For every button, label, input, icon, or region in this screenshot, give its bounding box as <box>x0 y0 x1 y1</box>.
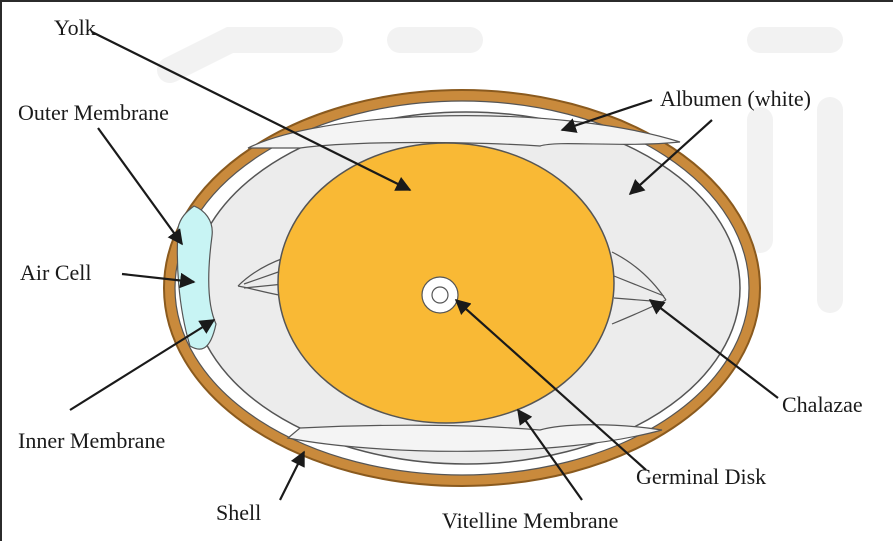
germinal-disk-inner <box>432 287 448 303</box>
label-shell: Shell <box>216 500 261 525</box>
label-chalazae: Chalazae <box>782 392 863 417</box>
label-inner-membrane: Inner Membrane <box>18 428 165 453</box>
label-outer-membrane: Outer Membrane <box>18 100 169 125</box>
label-yolk: Yolk <box>54 15 96 40</box>
outer-membrane-leader <box>98 128 182 244</box>
label-germinal-disk: Germinal Disk <box>636 464 766 489</box>
label-air-cell: Air Cell <box>20 260 92 285</box>
label-vitelline-membrane: Vitelline Membrane <box>442 508 618 533</box>
label-albumen: Albumen (white) <box>660 86 811 111</box>
shell-leader <box>280 452 304 500</box>
